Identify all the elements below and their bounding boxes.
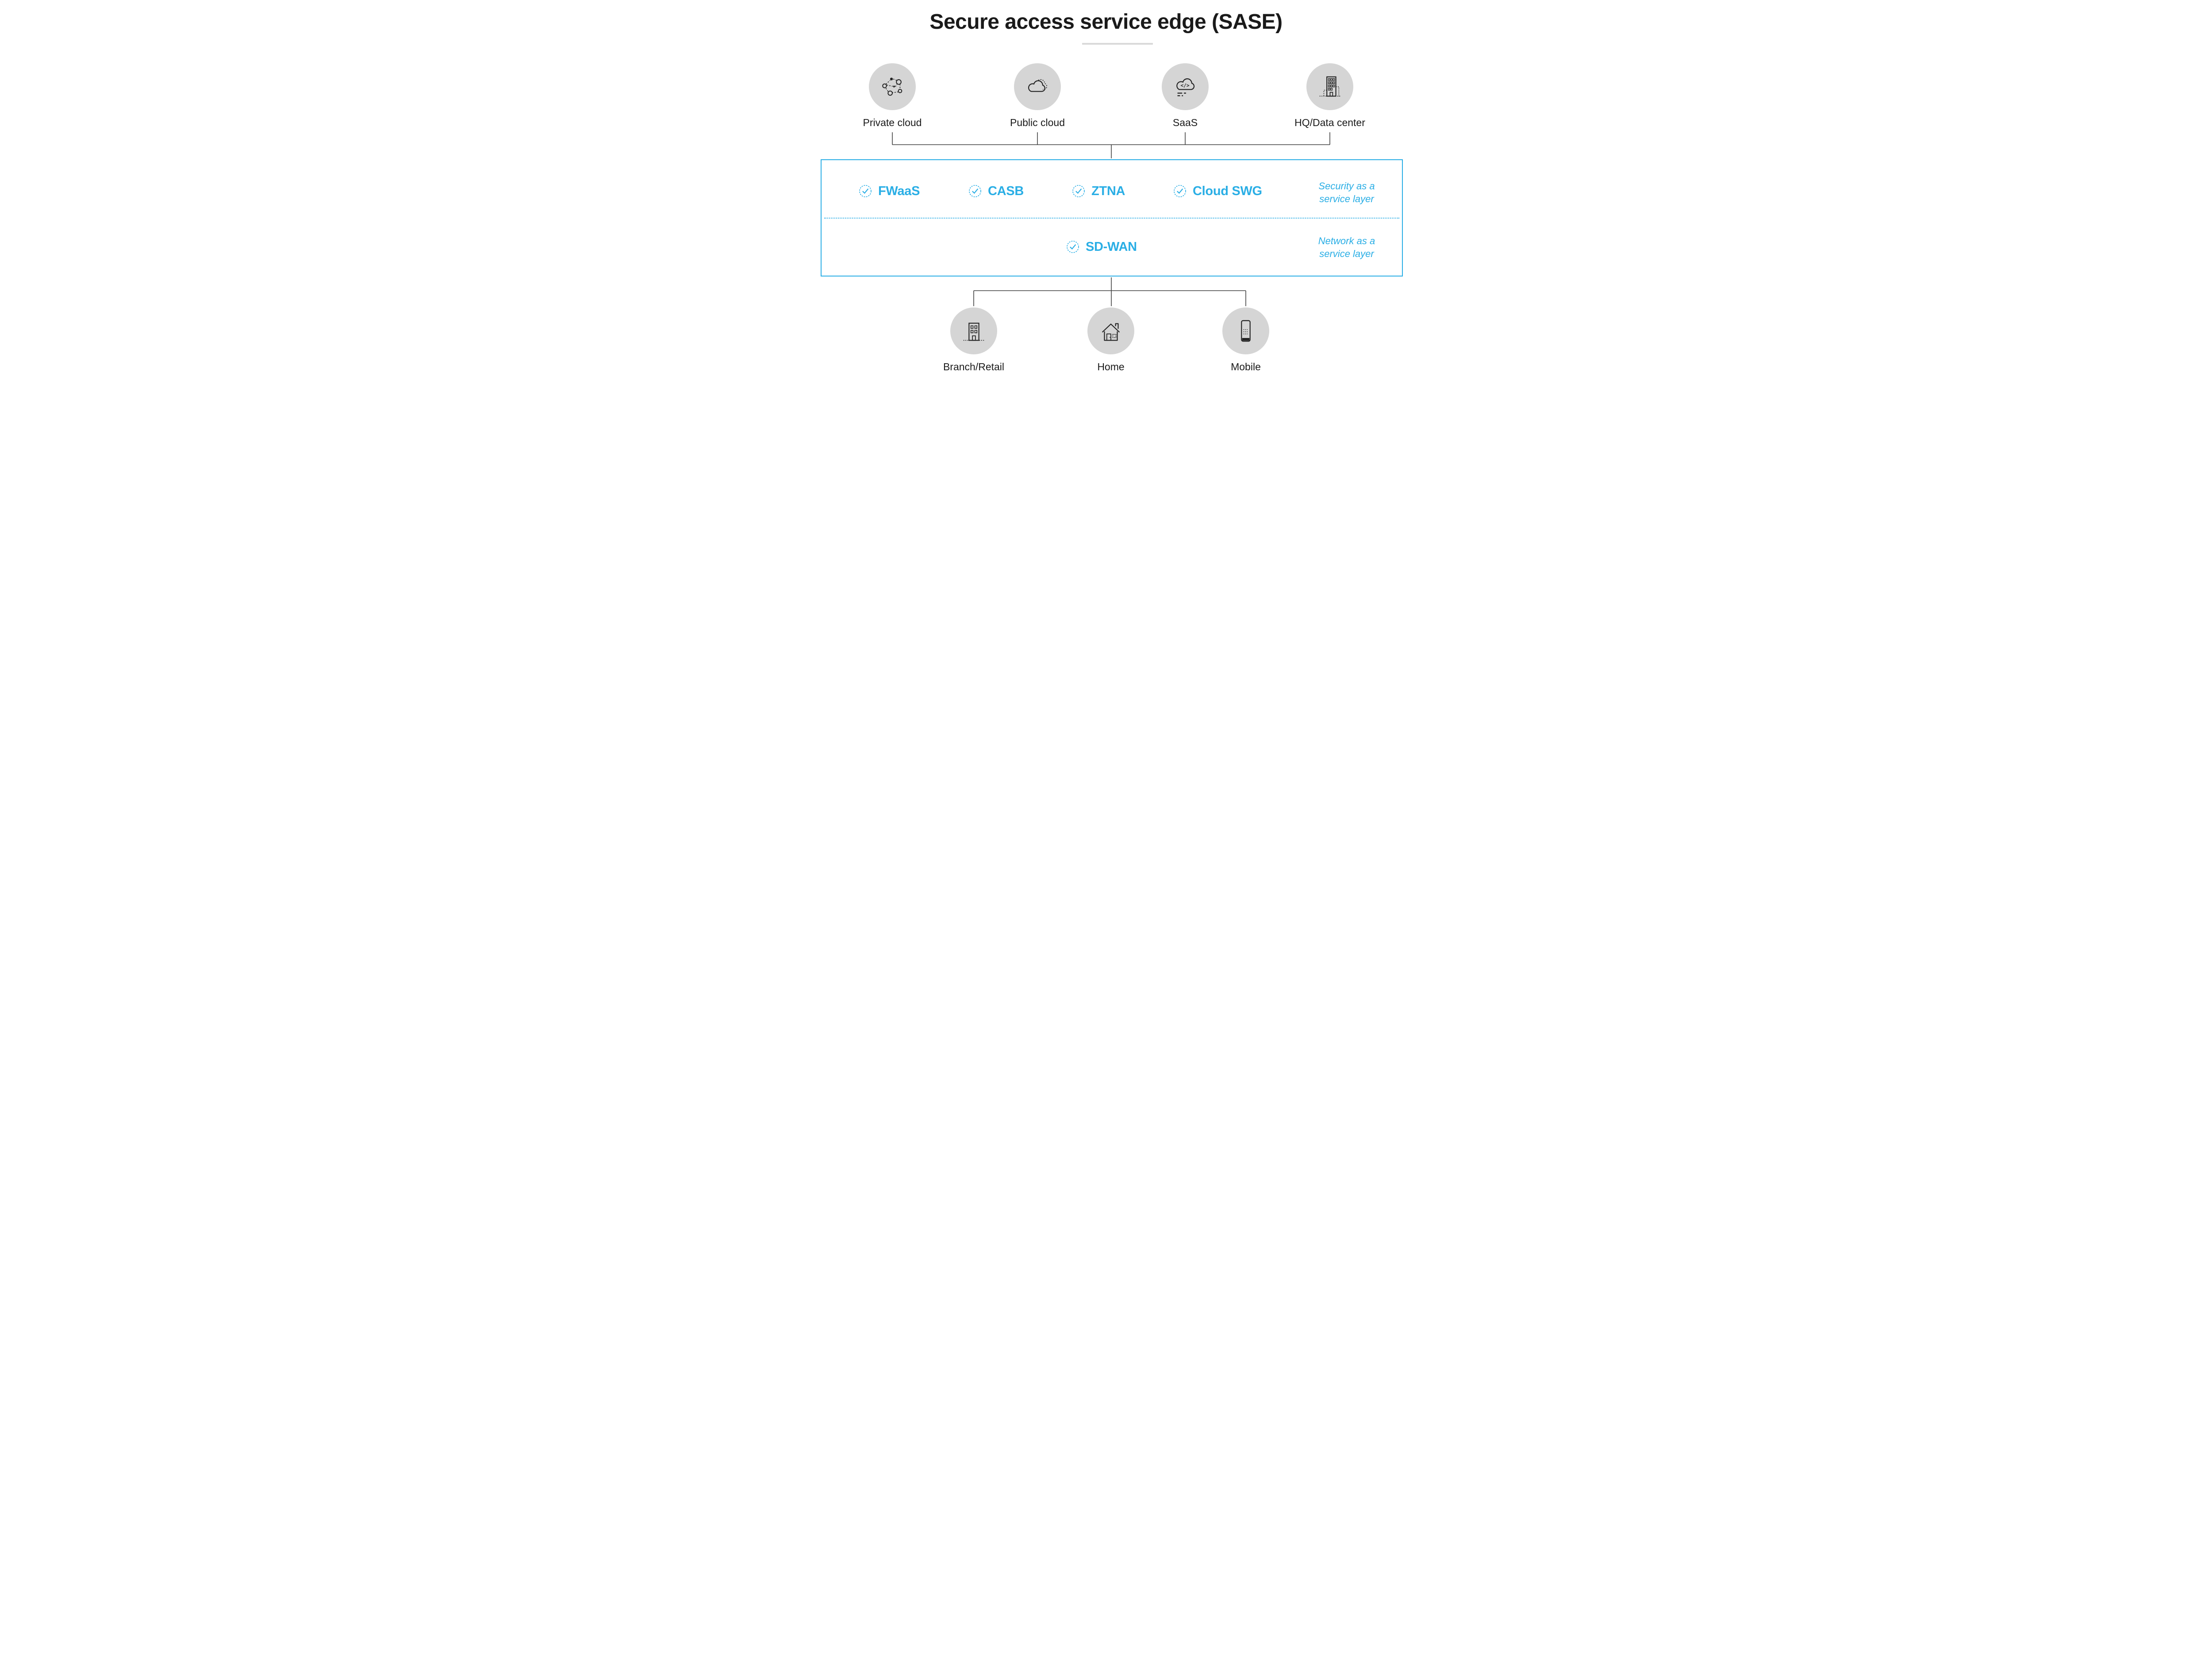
node-label: Public cloud bbox=[1010, 117, 1065, 128]
security-layer-label: Security as a service layer bbox=[1307, 180, 1386, 205]
node-branch-retail: Branch/Retail bbox=[929, 307, 1018, 373]
node-private-cloud: Private cloud bbox=[848, 63, 937, 129]
check-icon bbox=[1173, 184, 1187, 198]
node-label: SaaS bbox=[1172, 117, 1198, 128]
branch-retail-building-icon bbox=[963, 323, 985, 341]
check-icon bbox=[968, 184, 982, 198]
network-layer-label: Network as a service layer bbox=[1307, 234, 1386, 260]
node-circle bbox=[869, 63, 916, 110]
check-icon bbox=[859, 184, 872, 198]
title-divider bbox=[1082, 43, 1153, 45]
service-label: Cloud SWG bbox=[1193, 184, 1262, 198]
service-label: FWaaS bbox=[878, 184, 920, 198]
node-label: Home bbox=[1097, 361, 1125, 373]
node-circle bbox=[1087, 307, 1134, 354]
node-label: Private cloud bbox=[863, 117, 922, 128]
check-icon bbox=[1072, 184, 1085, 198]
layer-label-line: service layer bbox=[1319, 193, 1374, 204]
layer-divider bbox=[824, 218, 1399, 219]
service-label: ZTNA bbox=[1091, 184, 1125, 198]
hq-data-center-building-icon bbox=[1319, 76, 1341, 97]
page-title: Secure access service edge (SASE) bbox=[929, 10, 1283, 34]
node-mobile: Mobile bbox=[1202, 307, 1290, 373]
node-label: Branch/Retail bbox=[943, 361, 1005, 373]
node-label: HQ/Data center bbox=[1294, 117, 1365, 128]
node-public-cloud: Public cloud bbox=[993, 63, 1082, 129]
layer-label-line: service layer bbox=[1319, 248, 1374, 259]
node-saas: </> SaaS bbox=[1141, 63, 1229, 129]
node-circle bbox=[1222, 307, 1269, 354]
private-cloud-network-icon bbox=[882, 77, 902, 96]
top-connector bbox=[892, 132, 1330, 158]
service-label: SD-WAN bbox=[1086, 239, 1137, 254]
node-label: Mobile bbox=[1231, 361, 1261, 373]
node-circle bbox=[950, 307, 997, 354]
service-casb: CASB bbox=[968, 184, 1024, 198]
sase-diagram: Secure access service edge (SASE) bbox=[764, 0, 1448, 384]
home-icon bbox=[1102, 323, 1120, 341]
service-sd-wan: SD-WAN bbox=[1066, 239, 1137, 254]
check-icon bbox=[1066, 240, 1079, 253]
node-circle bbox=[1306, 63, 1353, 110]
layer-label-line: Security as a bbox=[1318, 180, 1375, 192]
layer-label-line: Network as a bbox=[1318, 235, 1375, 246]
node-home: Home bbox=[1067, 307, 1155, 373]
svg-text:</>: </> bbox=[1180, 83, 1189, 88]
mobile-phone-icon bbox=[1241, 320, 1251, 342]
saas-cloud-code-icon: </> bbox=[1176, 78, 1195, 96]
public-cloud-icon bbox=[1028, 79, 1047, 92]
service-ztna: ZTNA bbox=[1072, 184, 1125, 198]
service-label: CASB bbox=[988, 184, 1024, 198]
sase-box: FWaaS CASB ZTNA bbox=[821, 159, 1403, 276]
service-cloud-swg: Cloud SWG bbox=[1173, 184, 1262, 198]
service-fwaas: FWaaS bbox=[859, 184, 920, 198]
bottom-connector bbox=[973, 277, 1246, 306]
node-circle bbox=[1014, 63, 1061, 110]
node-hq-data-center: HQ/Data center bbox=[1286, 63, 1374, 129]
node-circle: </> bbox=[1162, 63, 1209, 110]
